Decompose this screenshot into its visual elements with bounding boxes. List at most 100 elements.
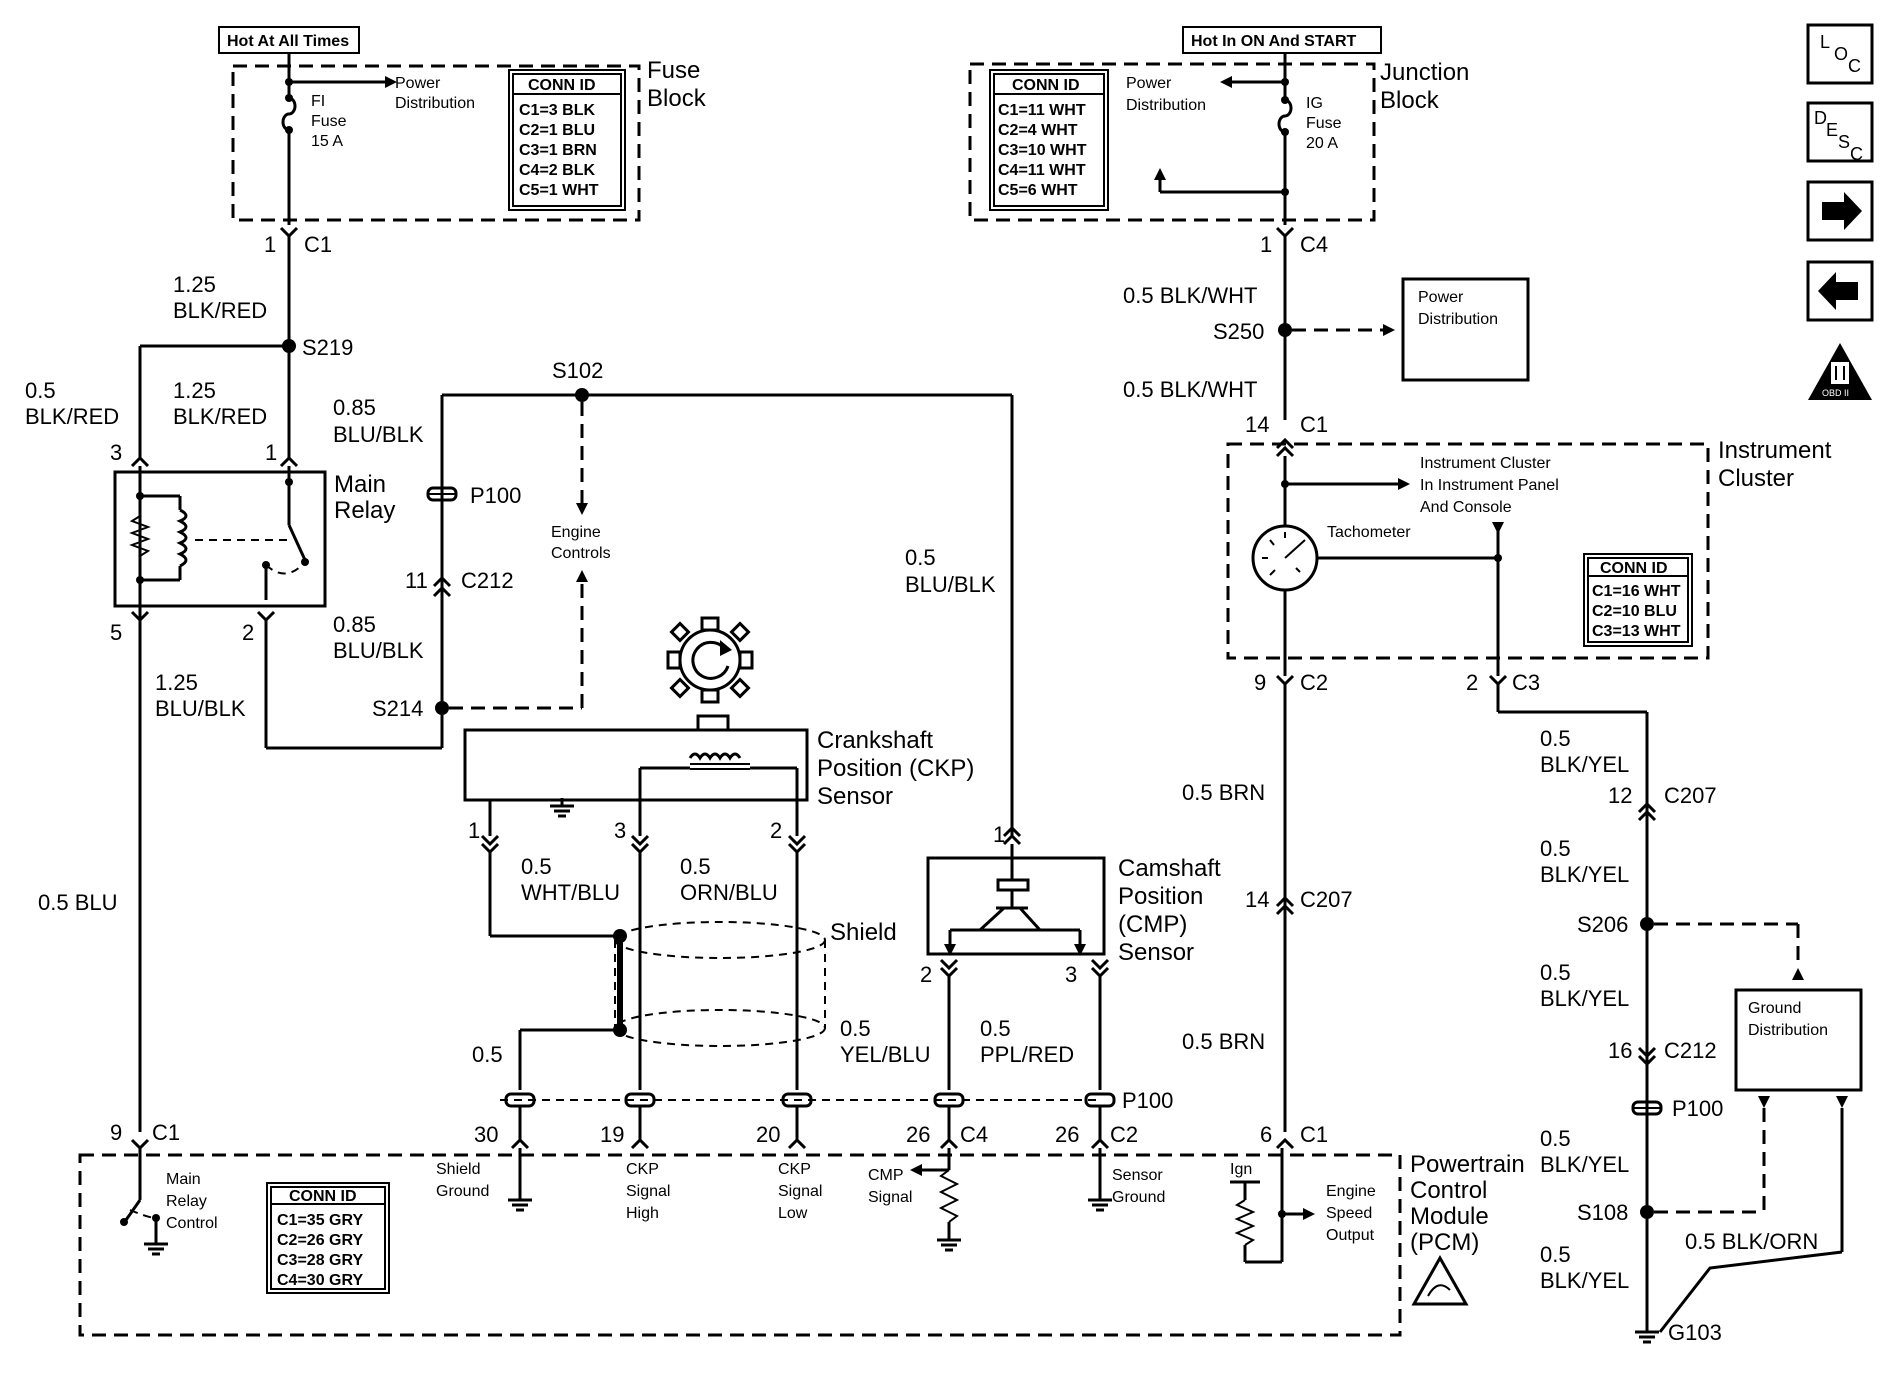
- pickup-coil-icon: [688, 752, 742, 761]
- svg-text:C2: C2: [1300, 670, 1328, 695]
- svg-text:Signal: Signal: [626, 1183, 670, 1200]
- svg-text:Control: Control: [166, 1215, 218, 1232]
- svg-text:OBD II: OBD II: [1822, 388, 1849, 398]
- loc-button[interactable]: L O C: [1806, 23, 1874, 85]
- svg-text:0.5 BLK/WHT: 0.5 BLK/WHT: [1123, 283, 1257, 308]
- svg-text:Ground: Ground: [1112, 1189, 1165, 1206]
- svg-text:C3=10 WHT: C3=10 WHT: [998, 142, 1087, 159]
- svg-text:(CMP): (CMP): [1118, 911, 1187, 938]
- svg-text:Power: Power: [1126, 75, 1172, 92]
- svg-text:Signal: Signal: [778, 1183, 822, 1200]
- svg-text:0.5: 0.5: [980, 1016, 1011, 1041]
- svg-text:C1=35 GRY: C1=35 GRY: [277, 1212, 363, 1229]
- svg-text:Distribution: Distribution: [1126, 97, 1206, 114]
- next-button[interactable]: [1806, 180, 1874, 242]
- svg-text:Ign: Ign: [1230, 1161, 1252, 1178]
- svg-text:D: D: [1814, 108, 1827, 128]
- svg-text:Instrument: Instrument: [1718, 437, 1832, 464]
- svg-text:Output: Output: [1326, 1227, 1375, 1244]
- svg-text:0.5: 0.5: [25, 378, 56, 403]
- svg-text:C5=6 WHT: C5=6 WHT: [998, 182, 1078, 199]
- svg-text:PPL/RED: PPL/RED: [980, 1042, 1074, 1067]
- svg-text:0.5: 0.5: [1540, 726, 1571, 751]
- svg-text:C5=1 WHT: C5=1 WHT: [519, 182, 599, 199]
- svg-text:19: 19: [600, 1122, 624, 1147]
- svg-text:C4=30 GRY: C4=30 GRY: [277, 1272, 363, 1289]
- svg-text:0.5 BLU: 0.5 BLU: [38, 890, 118, 915]
- svg-text:9: 9: [1254, 670, 1266, 695]
- svg-text:CKP: CKP: [626, 1161, 659, 1178]
- svg-text:C4: C4: [960, 1122, 988, 1147]
- fuse-block: Hot At All Times Fuse Block Power Distri…: [218, 26, 707, 225]
- svg-text:Ground: Ground: [436, 1183, 489, 1200]
- svg-text:9: 9: [110, 1120, 122, 1145]
- svg-text:Low: Low: [778, 1205, 808, 1222]
- svg-text:3: 3: [110, 440, 122, 465]
- resistor-icon: [1234, 1199, 1256, 1246]
- svg-text:L: L: [1820, 32, 1830, 52]
- svg-text:2: 2: [770, 818, 782, 843]
- fuse-icon: [281, 96, 297, 132]
- svg-text:Shield: Shield: [436, 1161, 480, 1178]
- svg-text:Fuse: Fuse: [647, 57, 700, 84]
- splice-s108: [1640, 1205, 1654, 1219]
- svg-text:P100: P100: [1122, 1088, 1173, 1113]
- splice-s214: [435, 701, 449, 715]
- svg-text:CONN ID: CONN ID: [528, 77, 596, 94]
- svg-text:Module: Module: [1410, 1203, 1489, 1230]
- svg-text:Power: Power: [1418, 289, 1464, 306]
- svg-text:0.5: 0.5: [680, 854, 711, 879]
- svg-text:1: 1: [993, 822, 1005, 847]
- svg-text:BLK/YEL: BLK/YEL: [1540, 986, 1629, 1011]
- svg-text:CONN ID: CONN ID: [1600, 560, 1668, 577]
- svg-text:C3=28 GRY: C3=28 GRY: [277, 1252, 363, 1269]
- svg-text:Main: Main: [166, 1171, 201, 1188]
- svg-text:0.85: 0.85: [333, 395, 376, 420]
- svg-text:0.85: 0.85: [333, 612, 376, 637]
- svg-text:0.5 BLK/WHT: 0.5 BLK/WHT: [1123, 377, 1257, 402]
- svg-text:S214: S214: [372, 696, 423, 721]
- svg-text:IG: IG: [1306, 95, 1323, 112]
- svg-text:Distribution: Distribution: [1418, 311, 1498, 328]
- svg-text:15 A: 15 A: [311, 133, 343, 150]
- ground-distribution-box: [1734, 988, 1863, 1092]
- svg-text:BLK/YEL: BLK/YEL: [1540, 1152, 1629, 1177]
- svg-text:1: 1: [264, 232, 276, 257]
- svg-text:CKP: CKP: [778, 1161, 811, 1178]
- svg-text:G103: G103: [1668, 1320, 1722, 1345]
- svg-text:Signal: Signal: [868, 1189, 912, 1206]
- svg-text:P100: P100: [1672, 1096, 1723, 1121]
- svg-text:0.5: 0.5: [1540, 1126, 1571, 1151]
- svg-text:30: 30: [474, 1122, 498, 1147]
- ckp-sensor: Crankshaft Position (CKP) Sensor: [463, 616, 974, 836]
- desc-button[interactable]: D E S C: [1806, 101, 1874, 164]
- svg-text:C1: C1: [152, 1120, 180, 1145]
- svg-text:WHT/BLU: WHT/BLU: [521, 880, 620, 905]
- cmp-sensor: 1 Camshaft Position (CMP) Sensor: [926, 822, 1221, 966]
- svg-text:Cluster: Cluster: [1718, 465, 1794, 492]
- svg-text:Distribution: Distribution: [1748, 1022, 1828, 1039]
- svg-text:CONN ID: CONN ID: [289, 1188, 357, 1205]
- shield: Shield: [518, 919, 897, 1090]
- svg-text:BLU/BLK: BLU/BLK: [155, 696, 246, 721]
- svg-text:BLK/RED: BLK/RED: [173, 404, 267, 429]
- prev-button[interactable]: [1806, 260, 1874, 322]
- svg-text:E: E: [1826, 120, 1838, 140]
- svg-text:S102: S102: [552, 358, 603, 383]
- svg-text:C207: C207: [1300, 887, 1353, 912]
- svg-text:C1: C1: [1300, 412, 1328, 437]
- svg-text:Block: Block: [647, 85, 707, 112]
- svg-text:Ground: Ground: [1748, 1000, 1801, 1017]
- hall-element-icon: [996, 878, 1030, 892]
- svg-text:CMP: CMP: [868, 1167, 904, 1184]
- hot-at-all-times-label: Hot At All Times: [227, 33, 349, 50]
- svg-text:C3: C3: [1512, 670, 1540, 695]
- svg-text:C207: C207: [1664, 783, 1717, 808]
- svg-text:26: 26: [906, 1122, 930, 1147]
- svg-text:Instrument Cluster: Instrument Cluster: [1420, 455, 1551, 472]
- arrow-right-icon: [1822, 192, 1862, 230]
- svg-text:S250: S250: [1213, 319, 1264, 344]
- svg-text:1: 1: [265, 440, 277, 465]
- svg-text:Distribution: Distribution: [395, 95, 475, 112]
- svg-text:0.5 BRN: 0.5 BRN: [1182, 1029, 1265, 1054]
